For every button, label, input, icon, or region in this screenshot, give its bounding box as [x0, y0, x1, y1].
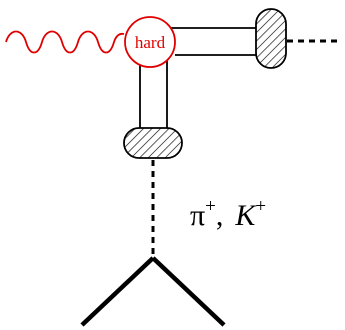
- hard-vertex-circle: [124, 16, 176, 68]
- meson-label-pi: π: [190, 199, 205, 232]
- photon-wavy-line: [5, 30, 125, 54]
- hatched-blob-bottom: [123, 127, 183, 159]
- meson-label-pi-sup: +: [205, 196, 216, 217]
- decay-vertex-lines: [80, 256, 226, 327]
- vertical-meson-line: [139, 52, 168, 131]
- meson-label-separator: ,: [216, 199, 224, 232]
- meson-label-k-sup: +: [255, 196, 266, 217]
- horizontal-meson-line: [170, 27, 258, 56]
- hard-vertex-label: hard: [135, 33, 166, 52]
- meson-label: π+,K+: [190, 196, 266, 232]
- meson-label-k: K: [234, 199, 257, 232]
- hatched-blob-right: [255, 8, 287, 69]
